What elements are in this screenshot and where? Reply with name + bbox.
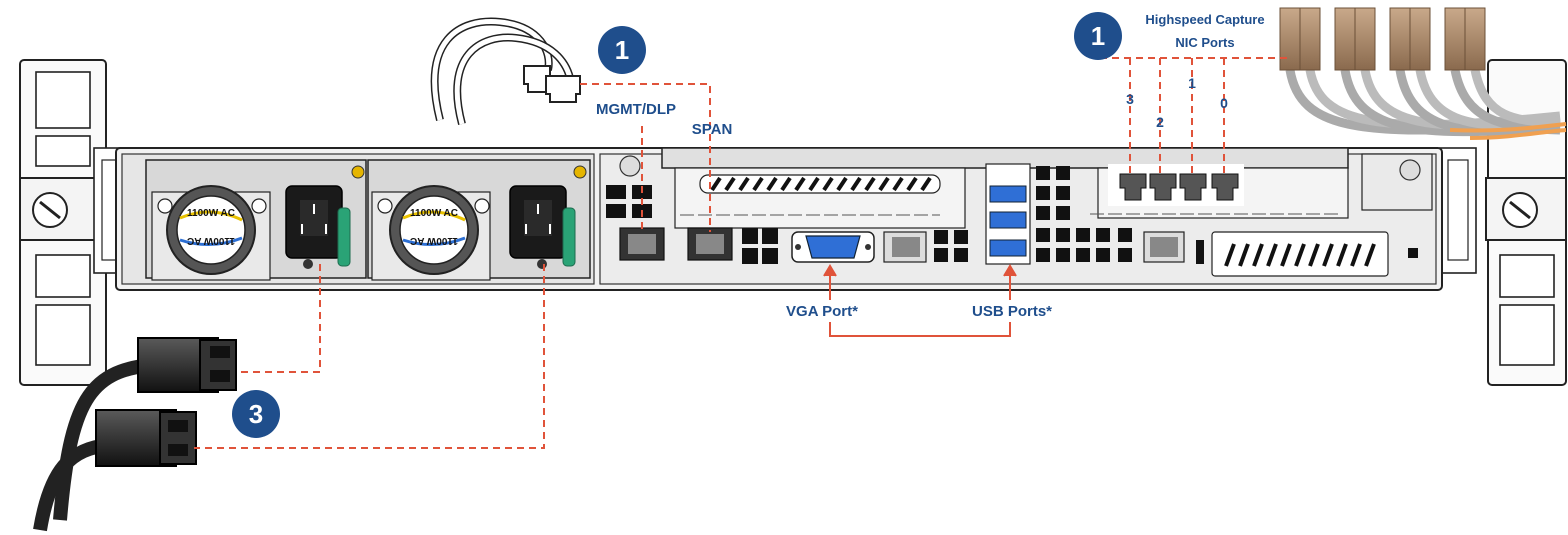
badge-number: 1 (615, 35, 629, 65)
nic-port-label: 0 (1220, 95, 1228, 111)
vga-port-label: VGA Port* (786, 303, 858, 320)
nic-port-label: 3 (1126, 91, 1134, 107)
usb-ports-label: USB Ports* (972, 303, 1052, 320)
nic-port-1[interactable] (1179, 173, 1207, 201)
nic-port-label: 2 (1156, 114, 1164, 130)
lc-connector-icon (1389, 7, 1431, 71)
badge-number: 3 (249, 399, 263, 429)
psu-rating-inverted: 1100W AC (187, 235, 235, 246)
badge-capture: 1 (1074, 12, 1122, 60)
capture-title-line2: NIC Ports (1175, 35, 1234, 50)
badge-number: 1 (1091, 21, 1105, 51)
psu-rating-inverted: 1100W AC (410, 235, 458, 246)
capture-title-line1: Highspeed Capture (1145, 12, 1264, 27)
fiber-cables (1279, 7, 1567, 140)
badge-management: 1 (598, 26, 646, 74)
usb-port[interactable] (989, 239, 1027, 257)
leader-lines (194, 57, 1290, 449)
lc-connector-icon (1334, 7, 1376, 71)
usb-port[interactable] (989, 211, 1027, 229)
nic-port-label: 1 (1188, 75, 1196, 91)
rj45-plug-icon (545, 75, 581, 103)
mgmt-dlp-label: MGMT/DLP (596, 101, 676, 118)
lc-connector-icon (1279, 7, 1321, 71)
right-rack-ear (1439, 59, 1567, 386)
psu-1: 1100W AC 1100W AC (145, 159, 367, 281)
vga-port[interactable] (805, 235, 861, 259)
psu-2: 1100W AC 1100W AC (367, 159, 591, 281)
badge-power: 3 (232, 390, 280, 438)
left-rack-ear (19, 59, 129, 386)
io-panel (606, 147, 1433, 277)
span-label: SPAN (692, 121, 733, 138)
psu-handle[interactable] (562, 207, 576, 267)
lc-connector-icon (1444, 7, 1486, 71)
mgmt-patch-cable (430, 17, 581, 126)
psu-rating: 1100W AC (187, 208, 235, 219)
psu-handle[interactable] (337, 207, 351, 267)
psu-rating: 1100W AC (410, 208, 458, 219)
power-cords (33, 337, 237, 532)
power-plug-icon (137, 337, 219, 393)
nic-port-0[interactable] (1211, 173, 1239, 201)
nic-port-3[interactable] (1119, 173, 1147, 201)
nic-port-2[interactable] (1149, 173, 1177, 201)
io-leader-lines (823, 264, 1017, 337)
power-plug-icon (95, 409, 177, 467)
usb-port[interactable] (989, 185, 1027, 203)
